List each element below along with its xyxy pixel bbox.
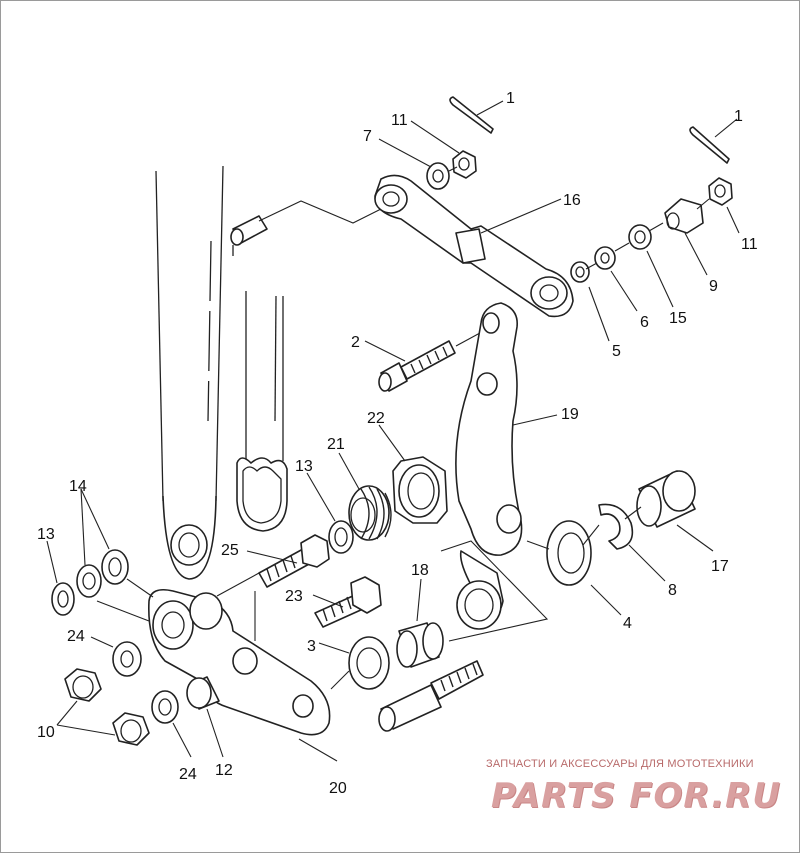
frame-tube-left: [155, 165, 224, 580]
part-1-cotter-pin-right: [689, 126, 730, 164]
part-21-threaded-bushing: [348, 485, 392, 541]
callout-25: 25: [221, 542, 239, 559]
callout-3: 3: [307, 638, 316, 655]
callout-13-right: 13: [295, 458, 313, 475]
part-16-shift-rod: [374, 174, 574, 318]
part-15-washer: [628, 224, 652, 250]
part-2-screw: [378, 326, 492, 392]
part-10-acorn-nut-upper: [64, 668, 102, 702]
callout-16: 16: [563, 192, 581, 209]
callout-15: 15: [669, 310, 687, 327]
callout-leaders: [46, 100, 740, 762]
part-7-washer: [426, 162, 450, 190]
callout-11-upper: 11: [391, 112, 408, 129]
callout-7: 7: [363, 128, 372, 145]
callout-18: 18: [411, 562, 429, 579]
callout-1-right: 1: [734, 108, 743, 125]
frame-tube-right: [236, 291, 288, 532]
callout-labels: 1 1 2 3 4 5 6 7 8 9 10 11 11 12 13 13 14…: [37, 90, 758, 797]
part-13-washer-left: [51, 582, 75, 616]
part-10-acorn-nut-lower: [112, 712, 150, 746]
assembly-center-lines: [96, 166, 710, 690]
part-24-washer-upper: [112, 641, 142, 677]
callout-20: 20: [329, 780, 347, 797]
callout-9: 9: [709, 278, 718, 295]
part-11-nut-upper: [452, 150, 477, 179]
callout-5: 5: [612, 343, 621, 360]
part-12-spacer: [186, 676, 220, 710]
part-5-washer: [570, 261, 590, 283]
watermark-tagline: ЗАПЧАСТИ И АКСЕССУАРЫ ДЛЯ МОТОТЕХНИКИ: [486, 758, 754, 770]
callout-22: 22: [367, 410, 385, 427]
callout-12: 12: [215, 762, 233, 779]
part-13-washer-right: [328, 520, 354, 554]
part-4-washer: [546, 520, 592, 586]
callout-1-upper: 1: [506, 90, 515, 107]
callout-4: 4: [623, 615, 632, 632]
part-8-retaining-clip: [598, 503, 634, 550]
callout-2: 2: [351, 334, 360, 351]
part-14-bushing-b: [76, 564, 102, 598]
watermark-logo: PARTS FOR.RU: [491, 776, 781, 816]
part-23-bolt: [314, 576, 382, 628]
part-25-bolt: [258, 534, 330, 588]
callout-14: 14: [69, 478, 87, 495]
callout-17: 17: [711, 558, 729, 575]
part-17-sleeve: [636, 470, 696, 528]
callout-13-left: 13: [37, 526, 55, 543]
callout-19: 19: [561, 406, 579, 423]
callout-21: 21: [327, 436, 345, 453]
callout-8: 8: [668, 582, 677, 599]
callout-24-upper: 24: [67, 628, 85, 645]
part-14-bushing-a: [101, 549, 129, 585]
callout-11-right: 11: [741, 236, 758, 253]
part-24-washer-lower: [151, 690, 179, 724]
part-18-bushing: [396, 622, 444, 668]
callout-23: 23: [285, 588, 303, 605]
callout-6: 6: [640, 314, 649, 331]
part-20-link-plate: [148, 588, 331, 736]
frame-pivot-stud: [230, 200, 382, 256]
part-22-locknut: [392, 456, 448, 524]
part-1-cotter-pin-upper: [449, 96, 494, 134]
callout-24-lower: 24: [179, 766, 197, 783]
part-6-washer: [594, 246, 616, 270]
part-19-shift-lever: [440, 302, 549, 642]
callout-10: 10: [37, 724, 55, 741]
lower-mounting-bolt: [378, 660, 484, 732]
part-11-nut-right: [708, 177, 733, 206]
part-9-pivot-bolt: [664, 198, 704, 234]
part-3-washer: [348, 636, 390, 690]
